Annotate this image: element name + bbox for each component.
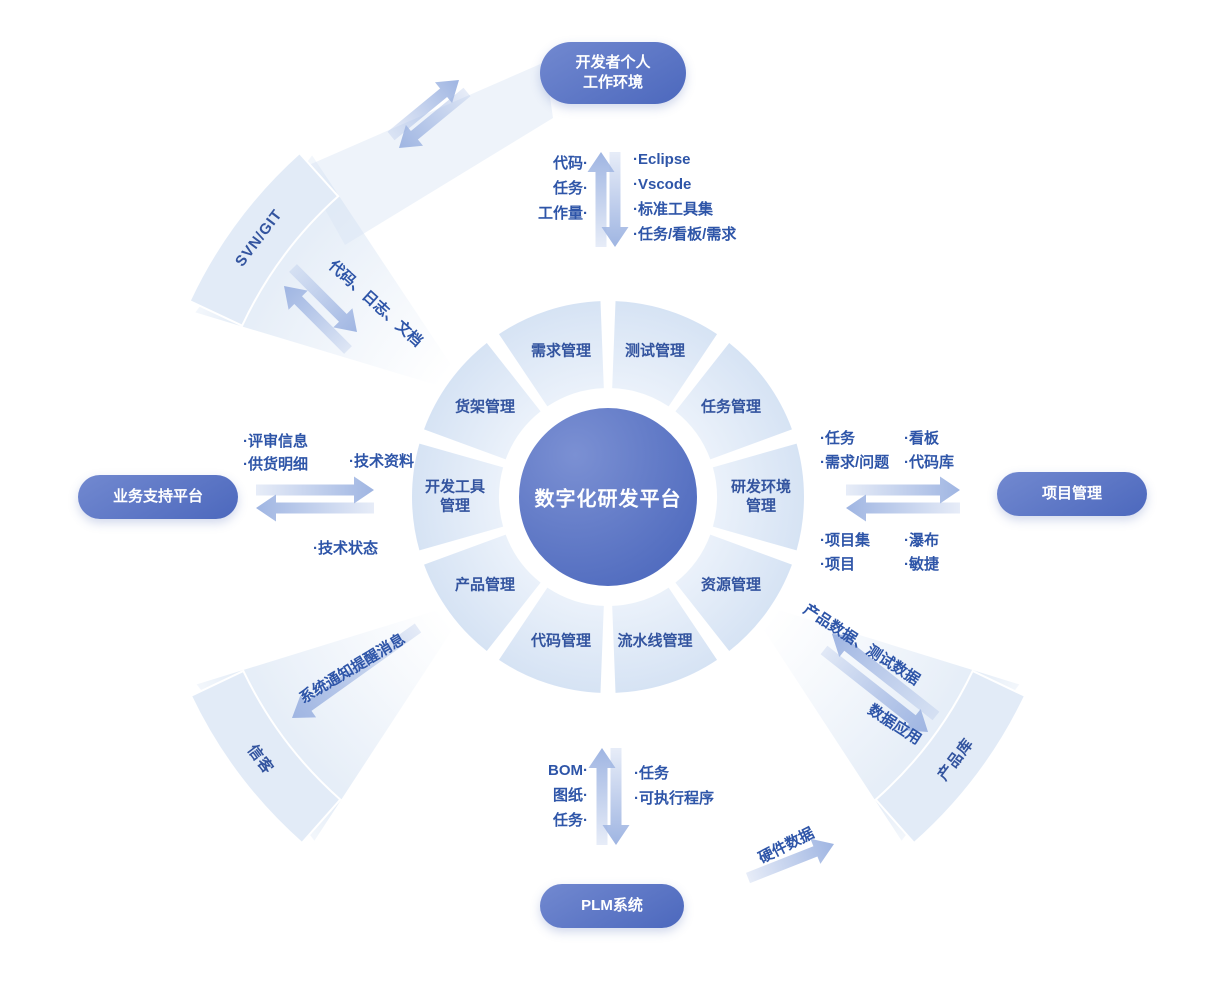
arrow-dev-svn-down — [399, 87, 471, 148]
label-proj-flow-bottom-left: ·项目集 ·项目 — [820, 532, 870, 573]
ring-label-dev-tools-mgmt: 开发工具 管理 — [424, 478, 486, 514]
arrow-product-down — [820, 645, 928, 732]
band-messenger — [189, 669, 342, 845]
arrow-dev-svn-up — [387, 80, 459, 141]
ring-segment-4 — [612, 587, 718, 693]
ring-segment-1 — [675, 342, 792, 460]
arrow-biz-right — [256, 476, 374, 504]
ring-segment-7 — [411, 443, 504, 551]
band-product-library — [874, 669, 1027, 845]
label-proj-flow-bottom-right: ·瀑布 ·敏捷 — [904, 532, 939, 573]
label-biz-flow-right-top: ·技术资料 — [349, 453, 414, 470]
arrow-svn-ring-down — [289, 264, 357, 332]
label-proj-flow-top-left: ·任务 ·需求/问题 — [820, 430, 890, 471]
node-business-support-platform: 业务支持平台 — [78, 475, 238, 519]
label-biz-flow-left: ·评审信息 ·供货明细 — [243, 433, 308, 473]
arrow-plm-up — [588, 748, 616, 845]
arrow-developer-up — [587, 152, 615, 247]
arrow-messenger — [292, 623, 422, 718]
ring-label-test-mgmt: 测试管理 — [624, 342, 686, 360]
ring-label-pipeline-mgmt: 流水线管理 — [617, 632, 693, 650]
ring-label-requirements-mgmt: 需求管理 — [530, 342, 592, 360]
arrow-plm-down — [602, 748, 630, 845]
ring-label-product-mgmt: 产品管理 — [454, 576, 516, 594]
node-project-management: 项目管理 — [997, 472, 1147, 516]
ring-segment-2 — [712, 443, 804, 551]
ring-segment-8 — [424, 342, 541, 460]
label-proj-flow-top-right: ·看板 ·代码库 — [904, 430, 954, 471]
arrow-hardware-data — [746, 838, 834, 884]
beam-messenger — [196, 610, 453, 841]
node-plm-system: PLM系统 — [540, 884, 684, 928]
label-biz-flow-bottom: ·技术状态 — [313, 540, 378, 557]
node-developer-workspace: 开发者个人 工作环境 — [540, 42, 686, 104]
arrow-product-up — [832, 634, 940, 721]
arrow-proj-left — [846, 494, 960, 522]
center-circle — [519, 408, 697, 586]
arrow-proj-right — [846, 476, 960, 504]
ring-segment-3 — [675, 534, 792, 652]
arrow-svn-ring-up — [284, 286, 352, 354]
beam-developer-svn — [302, 62, 553, 245]
ring-segment-0 — [612, 301, 718, 407]
label-dev-flow-left: 代码· 任务· 工作量· — [538, 155, 588, 222]
beam-svn-git — [195, 155, 452, 385]
beam-product-library — [763, 610, 1020, 841]
platform-title: 数字化研发平台 — [534, 488, 682, 511]
label-plm-flow-right: ·任务 ·可执行程序 — [634, 765, 714, 807]
ring-label-code-mgmt: 代码管理 — [530, 632, 592, 650]
arrow-biz-left — [256, 494, 374, 522]
ring-label-resource-mgmt: 资源管理 — [700, 576, 762, 594]
ring-segment-5 — [498, 587, 604, 693]
ring-segment-6 — [424, 534, 541, 652]
ring-label-rd-env-mgmt: 研发环境 管理 — [730, 478, 792, 514]
band-svn-git — [188, 151, 340, 327]
ring-label-task-mgmt: 任务管理 — [700, 398, 762, 416]
ring-label-shelf-mgmt: 货架管理 — [454, 398, 516, 416]
label-plm-flow-left: BOM· 图纸· 任务· — [548, 762, 588, 829]
label-dev-flow-right: ·Eclipse ·Vscode ·标准工具集 ·任务/看板/需求 — [633, 151, 737, 243]
ring-segment-9 — [498, 301, 604, 407]
arrow-developer-down — [601, 152, 629, 247]
